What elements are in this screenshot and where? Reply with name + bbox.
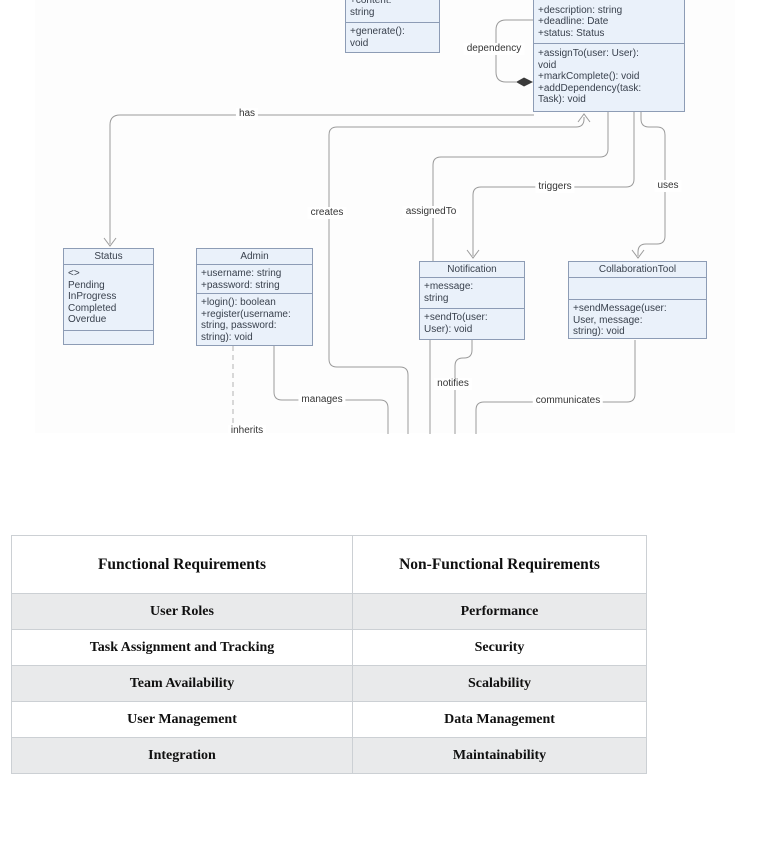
table-row: User Roles Performance xyxy=(11,593,647,630)
table-cell: Data Management xyxy=(352,701,647,738)
method-line: +assignTo(user: User): xyxy=(538,48,639,59)
table-cell: Integration xyxy=(11,737,353,774)
arrowhead-has-icon xyxy=(103,237,117,247)
class-task-attributes: +description: string +deadline: Date +st… xyxy=(534,0,684,43)
class-notification-attributes: +message: string xyxy=(420,278,524,308)
uml-class-diagram: +content: string +generate(): void +desc… xyxy=(63,0,707,434)
edge-label-dependency: dependency xyxy=(463,43,525,55)
method-line: void xyxy=(350,37,369,49)
table-cell: User Management xyxy=(11,701,353,738)
class-notification-methods: +sendTo(user: User): void xyxy=(420,308,524,339)
table-row: Task Assignment and Tracking Security xyxy=(11,629,647,666)
connector-notification-jog xyxy=(454,340,473,434)
arrowhead-triggers-icon xyxy=(466,249,480,259)
edge-label-uses: uses xyxy=(654,180,682,192)
connector-assignedto xyxy=(432,112,609,261)
method-line: +register(username: xyxy=(201,308,291,320)
class-report: +content: string +generate(): void xyxy=(345,0,440,53)
enum-value-line: InProgress xyxy=(68,291,117,302)
method-line: string): void xyxy=(573,326,625,337)
connector-has xyxy=(109,114,534,244)
edge-label-communicates: communicates xyxy=(532,395,604,407)
method-line: +sendTo(user: xyxy=(424,312,488,323)
class-task-methods: +assignTo(user: User): void +markComplet… xyxy=(534,43,684,111)
method-line: +sendMessage(user: xyxy=(573,303,667,314)
attribute-line: +message: xyxy=(424,281,474,292)
class-collaborationtool-empty-compartment xyxy=(569,278,706,299)
method-line: User, message: xyxy=(573,314,643,326)
attribute-line: +deadline: Date xyxy=(538,16,609,27)
requirements-table: Functional Requirements Non-Functional R… xyxy=(11,535,647,774)
table-cell: Maintainability xyxy=(352,737,647,774)
table-cell: User Roles xyxy=(11,593,353,630)
edge-label-assignedto: assignedTo xyxy=(402,206,460,218)
connector-creates xyxy=(328,117,585,434)
enum-value-line: Completed xyxy=(68,302,117,314)
class-admin-methods: +login(): boolean +register(username: st… xyxy=(197,293,312,346)
attribute-line: +username: string xyxy=(201,268,282,279)
table-cell: Task Assignment and Tracking xyxy=(11,629,353,666)
method-line: +login(): boolean xyxy=(201,297,276,308)
class-notification: Notification +message: string +sendTo(us… xyxy=(419,261,525,340)
attribute-line: string xyxy=(350,6,375,18)
method-line: string): void xyxy=(201,331,253,343)
method-line: void xyxy=(538,59,557,71)
class-collaborationtool-methods: +sendMessage(user: User, message: string… xyxy=(569,299,706,338)
class-report-attributes: +content: string xyxy=(346,0,439,22)
edge-label-inherits: inherits xyxy=(227,425,267,434)
attribute-line: +content: xyxy=(350,0,392,6)
class-status-values: <> Pending InProgress Completed Overdue xyxy=(64,265,153,330)
table-cell: Scalability xyxy=(352,665,647,702)
edge-label-triggers: triggers xyxy=(535,181,575,193)
connector-communicates xyxy=(475,340,636,434)
attribute-line: +description: string xyxy=(538,4,623,16)
attribute-line: +status: Status xyxy=(538,27,605,39)
class-title: Notification xyxy=(420,262,524,278)
method-line: Task): void xyxy=(538,94,586,105)
column-header-nonfunctional: Non-Functional Requirements xyxy=(352,535,647,594)
class-report-methods: +generate(): void xyxy=(346,22,439,52)
enum-stereotype: <> xyxy=(68,268,80,279)
edge-label-creates: creates xyxy=(307,207,347,219)
method-line: +generate(): xyxy=(350,26,405,37)
arrowhead-uses-icon xyxy=(631,249,645,259)
connector-manages xyxy=(273,346,389,434)
table-row: User Management Data Management xyxy=(11,701,647,738)
method-line: string, password: xyxy=(201,320,277,331)
class-collaborationtool: CollaborationTool +sendMessage(user: Use… xyxy=(568,261,707,339)
class-admin: Admin +username: string +password: strin… xyxy=(196,248,313,346)
class-title: CollaborationTool xyxy=(569,262,706,278)
edge-label-has: has xyxy=(235,108,259,120)
enum-value-line: Pending xyxy=(68,279,105,291)
table-row: Team Availability Scalability xyxy=(11,665,647,702)
attribute-line: string xyxy=(424,292,449,304)
dependency-diamond-icon xyxy=(516,77,533,87)
attribute-line: +password: string xyxy=(201,279,280,291)
edge-label-manages: manages xyxy=(298,394,346,406)
class-task: +description: string +deadline: Date +st… xyxy=(533,0,685,112)
column-header-functional: Functional Requirements xyxy=(11,535,353,594)
method-line: +addDependency(task: xyxy=(538,82,642,94)
class-admin-attributes: +username: string +password: string xyxy=(197,265,312,293)
table-cell: Security xyxy=(352,629,647,666)
arrowhead-creates-icon xyxy=(577,113,591,123)
table-cell: Team Availability xyxy=(11,665,353,702)
enum-value-line: Overdue xyxy=(68,314,107,325)
table-row: Integration Maintainability xyxy=(11,737,647,774)
method-line: +markComplete(): void xyxy=(538,71,640,82)
table-header-row: Functional Requirements Non-Functional R… xyxy=(11,535,647,594)
edge-label-notifies: notifies xyxy=(434,378,472,390)
class-status: Status <> Pending InProgress Completed O… xyxy=(63,248,154,345)
class-title: Admin xyxy=(197,249,312,265)
table-cell: Performance xyxy=(352,593,647,630)
class-status-empty-compartment xyxy=(64,330,153,345)
method-line: User): void xyxy=(424,323,473,335)
class-title: Status xyxy=(64,249,153,265)
